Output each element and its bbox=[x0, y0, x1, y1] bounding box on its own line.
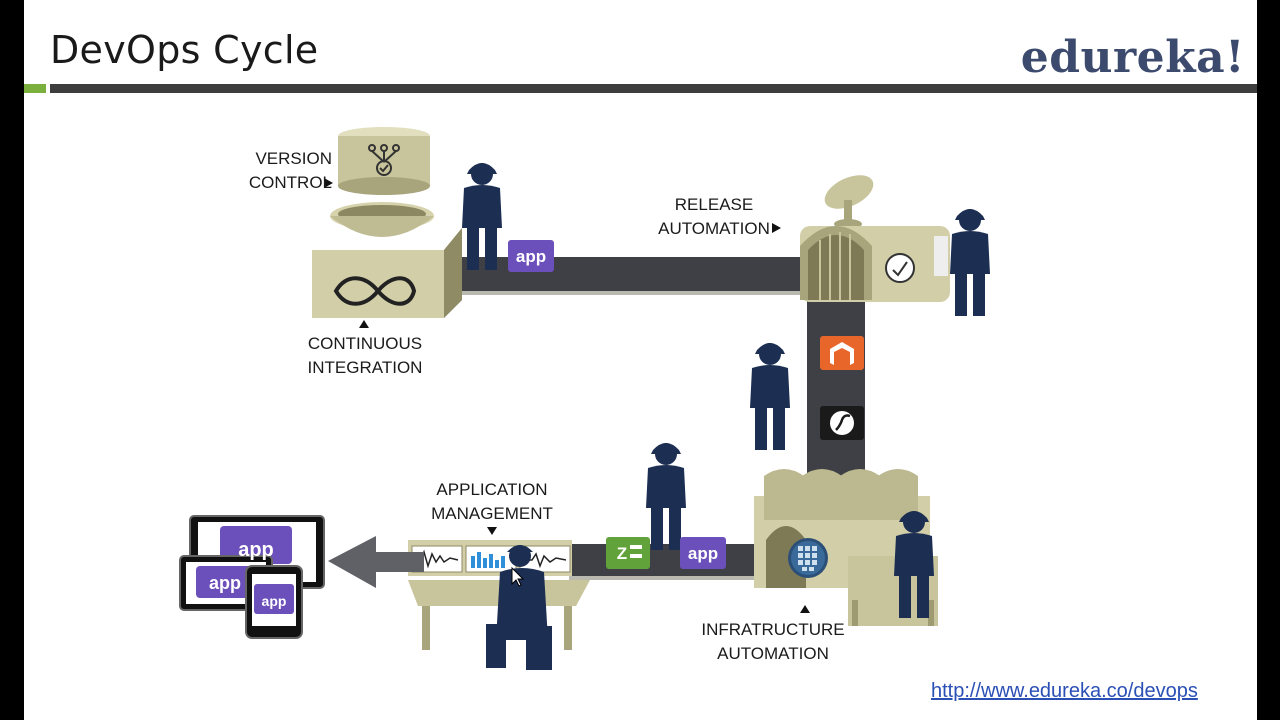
continuous-integration-pointer bbox=[359, 320, 369, 328]
app-badge-top: app bbox=[508, 240, 554, 272]
app-badge-label: app bbox=[516, 247, 546, 266]
continuous-integration-line-2: INTEGRATION bbox=[307, 358, 423, 377]
top-conveyor-belt bbox=[419, 257, 814, 295]
worker-seated bbox=[486, 545, 552, 670]
application-management-pointer bbox=[487, 527, 497, 535]
version-control-pointer bbox=[324, 178, 333, 188]
version-control-label: VERSION CONTROL bbox=[222, 147, 332, 195]
release-automation-machine bbox=[800, 175, 950, 302]
device-tablet-app-label: app bbox=[262, 593, 287, 609]
infrastructure-automation-line-2: AUTOMATION bbox=[717, 644, 829, 663]
symfony-icon bbox=[820, 406, 864, 440]
infrastructure-automation-label: INFRATRUCTURE AUTOMATION bbox=[700, 618, 846, 666]
release-automation-pointer bbox=[772, 223, 781, 233]
slide: DevOps Cycle edureka! bbox=[24, 0, 1257, 720]
app-badge-bottom: app bbox=[680, 537, 726, 569]
grid-globe-icon bbox=[788, 538, 828, 578]
zend-icon: Z bbox=[606, 537, 650, 569]
infrastructure-automation-pointer bbox=[800, 605, 810, 613]
gauge-icon bbox=[885, 253, 915, 283]
continuous-integration-machine bbox=[312, 202, 462, 318]
version-control-line-2: CONTROL bbox=[248, 173, 332, 192]
device-monitor-app-label: app bbox=[238, 539, 274, 561]
satellite-dish-icon bbox=[824, 175, 874, 229]
zend-badge-label: Z bbox=[617, 544, 627, 563]
magento-icon bbox=[820, 336, 864, 370]
devices-group bbox=[179, 515, 325, 639]
application-management-line-2: MANAGEMENT bbox=[431, 504, 553, 523]
application-management-line-1: APPLICATION bbox=[436, 480, 548, 499]
device-laptop-app-label: app bbox=[209, 573, 241, 593]
continuous-integration-label: CONTINUOUS INTEGRATION bbox=[300, 332, 430, 380]
mouse-cursor-icon bbox=[511, 566, 525, 587]
vertical-conveyor-belt bbox=[807, 296, 865, 481]
arrow-left-icon bbox=[328, 536, 424, 588]
worker-ci bbox=[462, 163, 502, 270]
infinity-icon bbox=[333, 276, 417, 306]
accent-bar bbox=[24, 84, 46, 93]
devops-cycle-diagram: app Z app app app app bbox=[179, 127, 990, 670]
infrastructure-automation-line-1: INFRATRUCTURE bbox=[701, 620, 845, 639]
release-automation-line-1: RELEASE bbox=[674, 195, 754, 214]
version-control-tank bbox=[338, 127, 430, 195]
branch-icon bbox=[368, 144, 400, 176]
pointer-arrows bbox=[324, 178, 810, 613]
application-management-label: APPLICATION MANAGEMENT bbox=[424, 478, 560, 526]
version-control-line-1: VERSION bbox=[255, 149, 332, 168]
continuous-integration-line-1: CONTINUOUS bbox=[307, 334, 423, 353]
worker-release bbox=[950, 209, 990, 316]
page-title: DevOps Cycle bbox=[50, 28, 319, 72]
app-badge-label: app bbox=[688, 544, 718, 563]
worker-vertical bbox=[750, 343, 790, 450]
release-automation-line-2: AUTOMATION bbox=[658, 219, 770, 238]
edureka-logo: edureka! bbox=[1020, 32, 1245, 83]
edureka-devops-link[interactable]: http://www.edureka.co/devops bbox=[931, 680, 1198, 702]
bar-chart-icon bbox=[471, 552, 505, 568]
worker-standing bbox=[646, 443, 686, 550]
title-rule bbox=[50, 84, 1257, 93]
release-automation-label: RELEASE AUTOMATION bbox=[650, 193, 778, 241]
